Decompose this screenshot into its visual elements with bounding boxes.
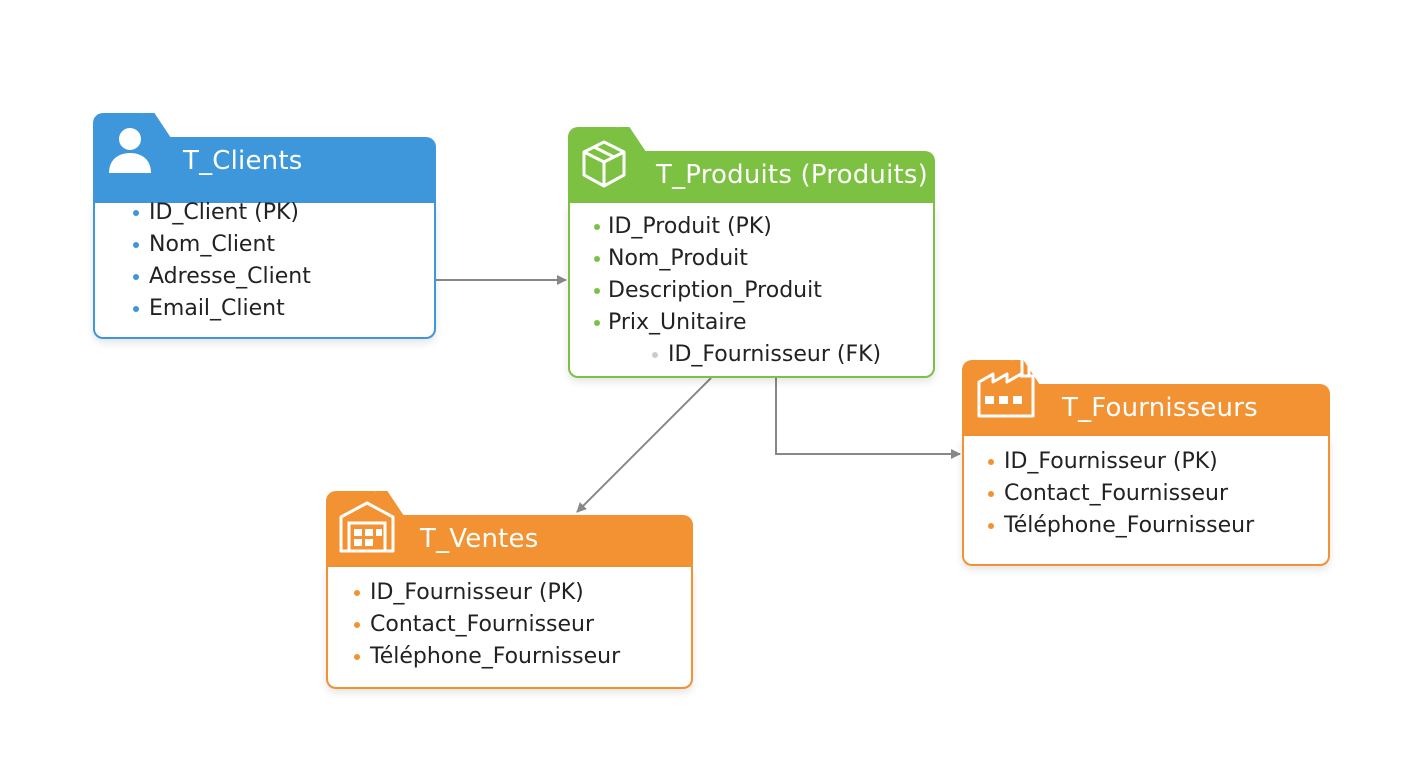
field-list: ID_Fournisseur (PK) Contact_Fournisseur … [326, 577, 693, 673]
field-item: Contact_Fournisseur [962, 478, 1330, 510]
table-title: T_Clients [183, 146, 303, 176]
field-list: ID_Fournisseur (PK) Contact_Fournisseur … [962, 446, 1330, 542]
field-item: ID_Fournisseur (PK) [326, 577, 693, 609]
field-item: ID_Fournisseur (PK) [962, 446, 1330, 478]
field-item: Nom_Client [93, 229, 436, 261]
user-icon [109, 128, 151, 173]
field-item: ID_Client (PK) [93, 197, 436, 229]
table-produits[interactable]: T_Produits (Produits) ID_Produit (PK) No… [568, 127, 935, 378]
table-ventes[interactable]: T_Ventes ID_Fournisseur (PK) Contact_Fou… [326, 491, 693, 689]
field-item: Prix_Unitaire [568, 307, 935, 339]
table-title: T_Fournisseurs [1062, 393, 1258, 423]
field-item: Nom_Produit [568, 243, 935, 275]
warehouse-icon [339, 501, 395, 553]
box-icon [582, 140, 626, 188]
field-item: Adresse_Client [93, 261, 436, 293]
field-item: Téléphone_Fournisseur [326, 641, 693, 673]
field-list: ID_Client (PK) Nom_Client Adresse_Client… [93, 197, 436, 325]
field-item: ID_Produit (PK) [568, 211, 935, 243]
table-fournisseurs[interactable]: T_Fournisseurs ID_Fournisseur (PK) Conta… [962, 352, 1330, 566]
field-item: Contact_Fournisseur [326, 609, 693, 641]
field-item: Email_Client [93, 293, 436, 325]
field-item: Description_Produit [568, 275, 935, 307]
table-title: T_Produits (Produits) [656, 160, 929, 190]
factory-icon [977, 352, 1035, 418]
table-title: T_Ventes [420, 524, 539, 554]
table-clients[interactable]: T_Clients ID_Client (PK) Nom_Client Adre… [93, 113, 436, 339]
field-list: ID_Produit (PK) Nom_Produit Description_… [568, 211, 935, 371]
field-item: Téléphone_Fournisseur [962, 510, 1330, 542]
connector-produits-to-fournisseurs [775, 378, 961, 459]
field-item: ID_Fournisseur (FK) [568, 339, 935, 371]
